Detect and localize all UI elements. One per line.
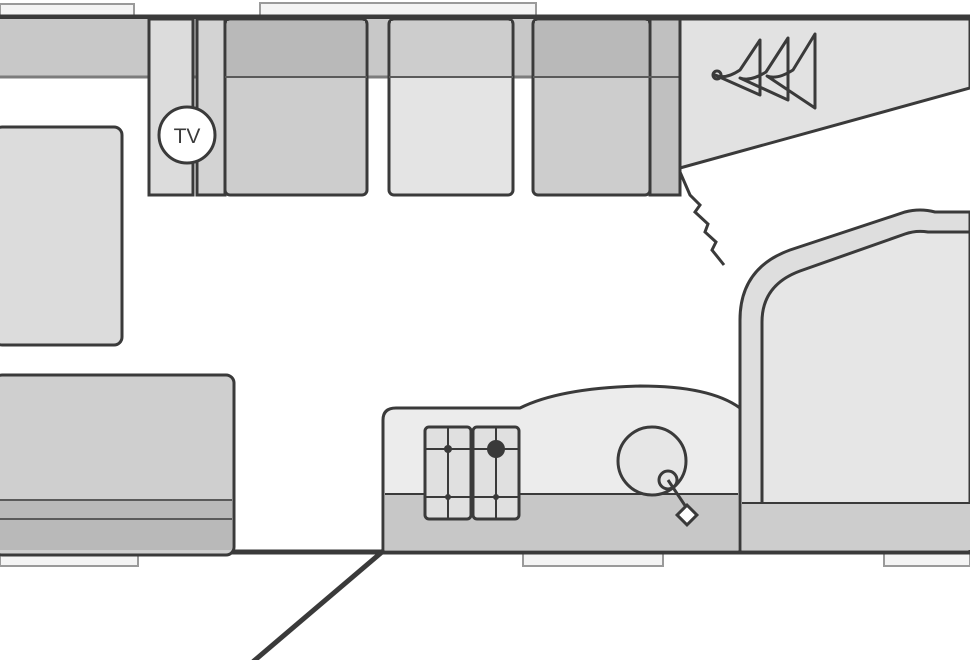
tv-unit-side [195,17,227,197]
front-seat-upper [0,125,124,347]
cabinet-3-top [535,21,648,77]
rear-seat-inner [760,229,970,537]
hob-ring-1 [444,445,452,453]
door-swing-icon [678,171,726,266]
cabinet-tops [227,21,648,77]
hanger-2 [738,36,790,102]
tv-icon: TV [157,105,217,165]
clothes-hanger-icon [711,32,817,110]
rear-seat-front [742,503,970,550]
sink-tap-base [674,502,700,528]
hanger-hook [711,69,723,81]
sink-tap [666,479,690,511]
wardrobe [678,17,970,170]
hanger-3 [765,32,817,110]
window-bottom-middle [522,552,664,567]
tv-icon-circle [157,105,217,165]
cabinet-1-top [227,21,365,77]
sink-bowl [616,425,688,497]
hanger-1 [713,38,762,97]
front-seat-lower [0,373,236,557]
window-bottom-right [883,552,970,567]
cabinet-3-side [648,17,682,197]
sink-icon [616,425,700,528]
sink-drain [657,469,679,491]
rear-seating [738,208,970,554]
window-top-middle [259,2,537,17]
tv-label: TV [174,125,201,148]
window-top-left [0,3,135,17]
hob-ring-4 [493,494,499,500]
hob-ring-3 [445,494,451,500]
entrance-door-wall [251,548,386,660]
hob-icon [423,425,521,521]
front-seat-lower-back [0,500,232,550]
cabinet-2-top [391,21,511,77]
hob-ring-2 [487,440,505,458]
